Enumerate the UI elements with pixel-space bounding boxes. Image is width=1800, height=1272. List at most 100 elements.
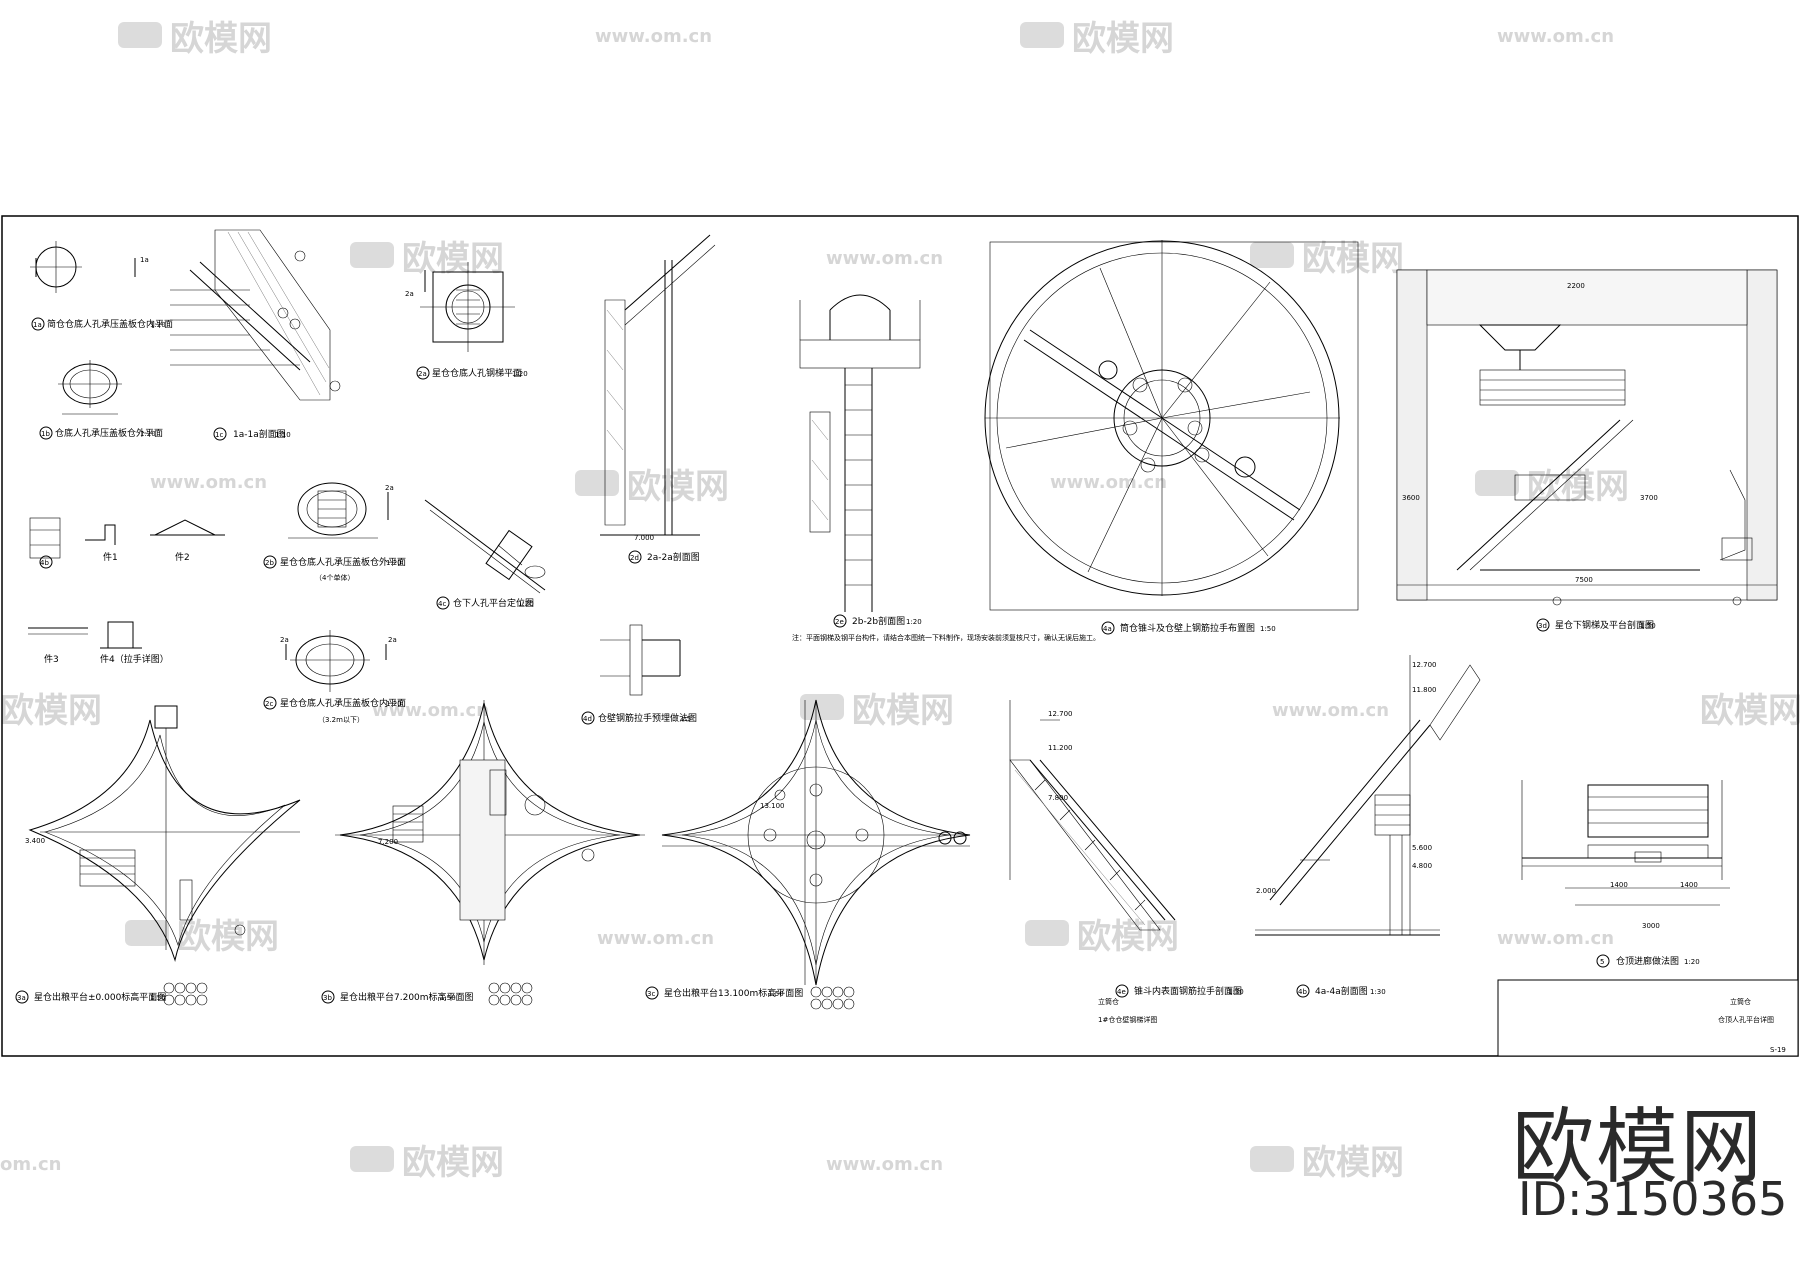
drawing-subtitle: （4个单体） bbox=[315, 573, 354, 582]
drawing-title: 锥斗内表面钢筋拉手剖面图 bbox=[1134, 985, 1242, 997]
watermark-brand: 欧模网 bbox=[1077, 917, 1179, 957]
elevation-mark: 3.400 bbox=[25, 837, 45, 845]
watermark-logo: 欧模网 bbox=[575, 467, 729, 507]
drawing-number: 2a bbox=[418, 370, 427, 378]
watermark-url: om.cn bbox=[0, 1154, 61, 1175]
drawing-4d: 4d 仓壁钢筋拉手预埋做法图 1:5 bbox=[581, 624, 697, 725]
drawing-scale: 1:10 bbox=[275, 431, 291, 439]
drawing-2c: 2a 2a 2c 星仓仓底人孔承压盖板仓内平面 1:20 （3.2m以下） bbox=[263, 630, 406, 724]
watermark-brand: 欧模网 bbox=[1072, 19, 1174, 59]
dimension: 2200 bbox=[1567, 282, 1585, 290]
drawing-scale: 1:50 bbox=[150, 994, 166, 1002]
elevation-mark: 11.800 bbox=[1412, 686, 1437, 694]
drawing-1b: 1b 仓底人孔承压盖板仓外平面 1:20 bbox=[39, 360, 163, 440]
watermark-url: www.om.cn bbox=[150, 472, 267, 493]
axis-bubbles bbox=[163, 982, 855, 1010]
watermark-logo: 欧模网 bbox=[350, 1143, 504, 1183]
watermark-logo: 欧模网 bbox=[1020, 19, 1174, 59]
watermark-url: www.om.cn bbox=[1497, 928, 1614, 949]
dimension: 1400 bbox=[1610, 881, 1628, 889]
elevation-mark: 13.100 bbox=[760, 802, 785, 810]
title-line: 立筒仓 bbox=[1730, 997, 1751, 1006]
watermark-url: www.om.cn bbox=[1272, 700, 1389, 721]
drawing-title: 星仓下钢梯及平台剖面图 bbox=[1555, 619, 1654, 631]
watermark-brand: 欧模网 bbox=[627, 467, 729, 507]
watermark-url: www.om.cn bbox=[826, 1154, 943, 1175]
drawing-title: 筒仓锥斗及仓壁上钢筋拉手布置图 bbox=[1120, 622, 1255, 634]
drawing-number: 4c bbox=[438, 600, 446, 608]
drawing-number: 2b bbox=[265, 559, 274, 567]
watermark-url: www.om.cn bbox=[826, 248, 943, 269]
drawing-4c: 4c 仓下人孔平台定位图 1:20 bbox=[424, 499, 546, 610]
svg-text:1a: 1a bbox=[140, 256, 149, 264]
drawing-scale: 1:20 bbox=[386, 559, 402, 567]
watermark-layer: 欧模网 www.om.cn 欧模网 www.om.cn 欧模网 www.om.c… bbox=[0, 19, 1800, 1183]
drawing-number: 5 bbox=[1600, 958, 1604, 966]
sheet-number: S-19 bbox=[1770, 1046, 1786, 1054]
watermark-brand: 欧模网 bbox=[402, 239, 504, 279]
drawing-title: 星仓仓底人孔承压盖板仓外平面 bbox=[280, 556, 406, 568]
watermark-brand: 欧模网 bbox=[177, 917, 279, 957]
drawing-number: 4a bbox=[1103, 625, 1112, 633]
drawing-number: 4d bbox=[583, 715, 592, 723]
drawing-title: 4a-4a剖面图 bbox=[1315, 985, 1368, 997]
drawing-scale: 1:50 bbox=[440, 994, 456, 1002]
elevation-mark: 2.000 bbox=[1256, 887, 1276, 895]
title-line: 1#仓仓壁钢梯详图 bbox=[1098, 1015, 1157, 1024]
model-id: ID:3150365 bbox=[1518, 1172, 1788, 1226]
svg-text:2a: 2a bbox=[388, 636, 397, 644]
drawing-title: 2a-2a剖面图 bbox=[647, 551, 700, 563]
drawing-scale: 1:50 bbox=[768, 990, 784, 998]
drawing-number: 1a bbox=[33, 321, 42, 329]
drawing-4b: 12.700 11.800 5.600 4.800 2.000 4b 4a-4a… bbox=[1255, 655, 1481, 998]
drawing-number: 1b bbox=[41, 430, 50, 438]
drawing-number: 3b bbox=[323, 994, 332, 1002]
watermark-url: www.om.cn bbox=[1497, 26, 1614, 47]
elevation-mark: 4.800 bbox=[1412, 862, 1432, 870]
drawing-subtitle: （3.2m以下） bbox=[318, 716, 364, 724]
drawing-3b: 7.200 3b 星仓出粮平台7.200m标高平面图 1:50 bbox=[321, 700, 645, 1004]
drawing-number: 4b bbox=[1298, 988, 1307, 996]
elevation-mark: 11.200 bbox=[1048, 744, 1073, 752]
watermark-url: www.om.cn bbox=[595, 26, 712, 47]
drawing-scale: 1:5 bbox=[680, 715, 691, 723]
watermark-logo: 欧模网 bbox=[1250, 1143, 1404, 1183]
drawing-scale: 1:20 bbox=[1684, 958, 1700, 966]
part-details: 4b 件1 件2 件3 件4（拉手详图） bbox=[28, 517, 225, 665]
elevation-mark: 12.700 bbox=[1412, 661, 1437, 669]
watermark-brand: 欧模网 bbox=[1302, 239, 1404, 279]
drawing-scale: 1:20 bbox=[140, 430, 156, 438]
drawing-scale: 1:30 bbox=[1228, 988, 1244, 996]
drawing-number: 2e bbox=[835, 618, 844, 626]
part-label: 件3 bbox=[44, 653, 59, 665]
drawing-1a: 1a 1a 简仓仓底人孔承压盖板仓内平面 1:20 bbox=[30, 241, 173, 331]
drawing-3a: 3a 星仓出粮平台±0.000标高平面图 1:50 3.400 bbox=[15, 705, 301, 1004]
svg-text:2a: 2a bbox=[385, 484, 394, 492]
drawing-1c: 1c 1a-1a剖面图 1:10 bbox=[170, 229, 341, 441]
watermark-url: www.om.cn bbox=[597, 928, 714, 949]
sheet-frame bbox=[1, 215, 1799, 1057]
watermark-logo: 欧模网 bbox=[1025, 917, 1179, 957]
drawing-number: 2d bbox=[630, 554, 639, 562]
drawing-title: 星仓出粮平台13.100m标高平面图 bbox=[664, 987, 803, 999]
drawing-number: 3c bbox=[647, 990, 655, 998]
drawing-4a: 4a 筒仓锥斗及仓壁上钢筋拉手布置图 1:50 bbox=[984, 240, 1359, 635]
drawing-scale: 1:20 bbox=[150, 321, 166, 329]
dimension: 3000 bbox=[1642, 922, 1660, 930]
drawing-number: 2c bbox=[265, 700, 273, 708]
drawing-title: 星仓出粮平台±0.000标高平面图 bbox=[34, 991, 166, 1003]
title-line: 立筒仓 bbox=[1098, 997, 1119, 1006]
watermark-brand: 欧模网 bbox=[1700, 691, 1800, 731]
watermark-logo: 欧模网 bbox=[118, 19, 272, 59]
drawing-3d: 7500 2200 3600 3700 3d 星仓下钢梯及平台剖面图 1:50 bbox=[1396, 269, 1778, 632]
drawing-3c: 13.100 3c 星仓出粮平台13.100m标高平面图 1:50 bbox=[645, 699, 971, 1000]
drawing-scale: 1:20 bbox=[906, 618, 922, 626]
dimension: 1400 bbox=[1680, 881, 1698, 889]
drawing-title: 仓壁钢筋拉手预埋做法图 bbox=[598, 712, 697, 724]
watermark-brand: 欧模网 bbox=[1302, 1143, 1404, 1183]
drawing-2b: 2a 2b 星仓仓底人孔承压盖板仓外平面 1:20 （4个单体） bbox=[263, 482, 406, 582]
watermark-brand: 欧模网 bbox=[852, 691, 954, 731]
watermark-logo: 欧模网 bbox=[1250, 239, 1404, 279]
drawing-2d: 7.000 2d 2a-2a剖面图 bbox=[600, 234, 716, 564]
